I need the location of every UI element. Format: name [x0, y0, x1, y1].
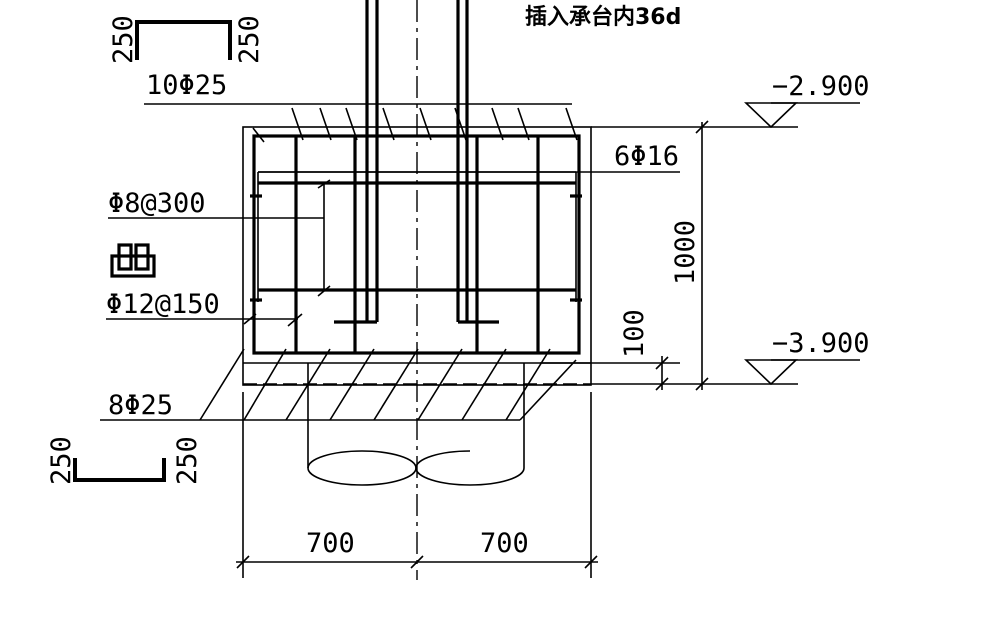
stirrup-label: Φ8@300 [108, 188, 206, 219]
bottom-hook-right-length: 250 [172, 436, 203, 485]
bottom-hook-left-length: 250 [46, 436, 77, 485]
width-right-value: 700 [480, 528, 529, 559]
cushion-dimension-value: 100 [619, 309, 650, 358]
elevation-top-marker [720, 102, 860, 129]
piles [307, 363, 525, 486]
pile-anchor-bars [334, 0, 499, 324]
top-hook-detail: 250 250 [108, 15, 265, 64]
top-bar-ticks [144, 103, 578, 143]
bottom-mesh-label: Φ12@150 [106, 289, 220, 320]
top-hook-left-length: 250 [108, 15, 139, 64]
elevation-bottom-marker [720, 359, 860, 386]
cushion-dimension [655, 356, 669, 391]
height-dimension-value: 1000 [670, 220, 701, 285]
anchor-note: 插入承台内36d [525, 4, 681, 30]
top-hook-shape [135, 20, 232, 60]
bottom-hook-shape [73, 458, 166, 482]
height-dimension [591, 120, 720, 391]
width-dimension [236, 392, 598, 578]
elevation-bottom-value: −3.900 [772, 328, 870, 359]
bottom-bar-label: 8Φ25 [108, 390, 173, 421]
elevation-top-value: −2.900 [772, 71, 870, 102]
stirrup-leader [108, 179, 331, 297]
top-hook-right-length: 250 [234, 15, 265, 64]
stirrups [250, 136, 582, 353]
stirrup-shape-icon [110, 243, 156, 278]
side-bar-label: 6Φ16 [614, 141, 679, 172]
bottom-hook-detail: 250 250 [46, 436, 203, 485]
top-bar-label: 10Φ25 [146, 70, 227, 101]
width-left-value: 700 [306, 528, 355, 559]
